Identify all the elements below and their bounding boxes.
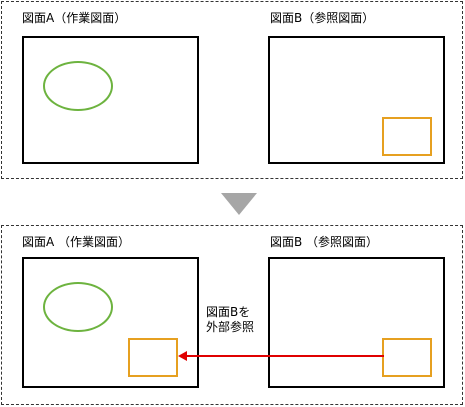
bottom-drawing-b-frame [268, 257, 445, 388]
orange-rectangle-shape [382, 338, 432, 377]
xref-note-line1: 図面Bを [206, 305, 251, 319]
down-arrow-triangle-icon [221, 193, 257, 215]
top-drawing-a-frame [22, 36, 199, 164]
referenced-orange-rectangle-shape [128, 338, 178, 377]
bottom-drawing-b-title: 図面B （参照図面） [270, 235, 379, 249]
xref-note: 図面Bを 外部参照 [206, 305, 254, 335]
xref-arrow-line [186, 355, 384, 357]
green-circle-shape [43, 282, 113, 332]
top-drawing-a-title: 図面A（作業図面） [22, 11, 127, 25]
green-circle-shape [43, 61, 113, 111]
bottom-panel [1, 225, 463, 405]
top-drawing-b-frame [268, 36, 445, 164]
top-drawing-b-title: 図面B（参照図面） [270, 11, 375, 25]
orange-rectangle-shape [382, 117, 432, 156]
bottom-drawing-a-title: 図面A （作業図面） [22, 235, 131, 249]
top-panel [1, 1, 463, 179]
xref-note-line2: 外部参照 [206, 320, 255, 334]
xref-arrow-head-icon [178, 351, 187, 361]
bottom-drawing-a-frame [22, 257, 199, 388]
